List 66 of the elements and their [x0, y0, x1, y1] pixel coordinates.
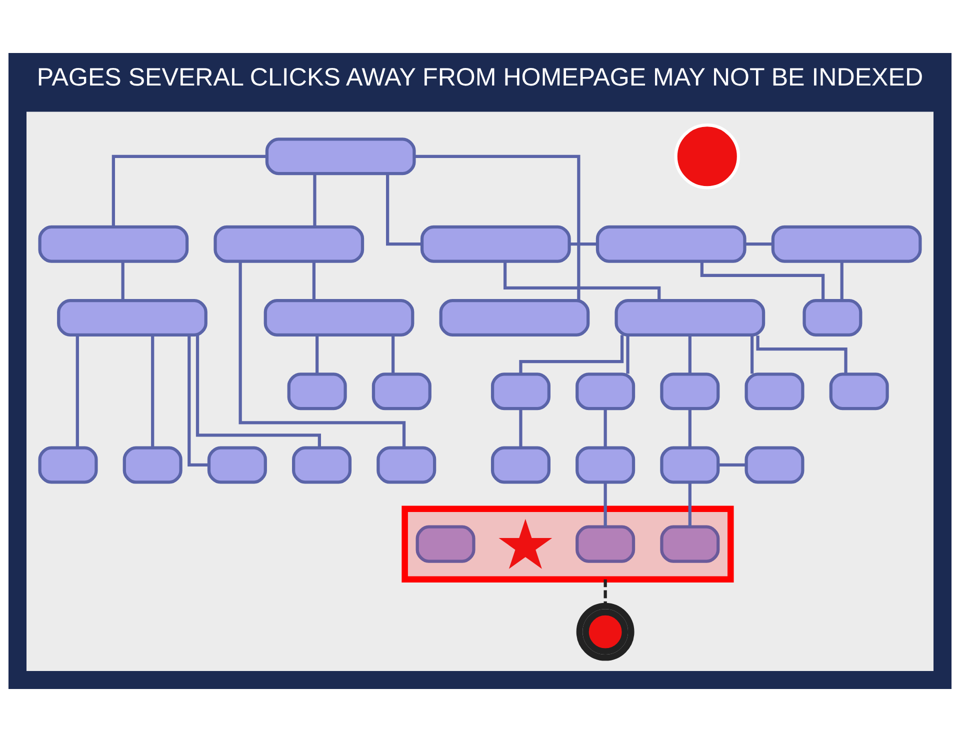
node-box: [207, 446, 267, 484]
connector: [196, 334, 321, 447]
connector: [188, 334, 209, 466]
connector: [504, 260, 661, 300]
connector: [750, 335, 754, 374]
node-box: [416, 524, 476, 562]
connector: [76, 334, 79, 448]
node-cross: [498, 518, 552, 568]
connector: [112, 154, 267, 226]
connector: [414, 154, 580, 300]
node-box: [596, 224, 746, 262]
connector: [745, 242, 773, 246]
node-box: [490, 372, 550, 410]
connector: [238, 261, 406, 447]
connector: [688, 408, 692, 447]
connector: [604, 482, 607, 526]
node-box: [372, 372, 432, 410]
node-box: [744, 446, 804, 484]
connector: [688, 335, 692, 374]
connector: [392, 335, 395, 374]
node-box: [614, 298, 766, 336]
connector: [313, 173, 316, 226]
connector: [121, 261, 124, 300]
connector: [519, 408, 522, 447]
node-box: [38, 224, 189, 262]
connector: [700, 261, 825, 300]
node-box: [57, 298, 208, 336]
connector: [626, 335, 630, 374]
node-box: [376, 446, 436, 484]
node-box: [490, 446, 550, 484]
connector: [570, 242, 598, 246]
node-box: [576, 446, 636, 484]
node-box: [771, 224, 922, 262]
connector: [316, 335, 319, 374]
node-box: [576, 524, 636, 562]
node-picture: [576, 602, 634, 660]
node-box: [744, 372, 804, 410]
node-box: [214, 224, 364, 262]
node-box: [439, 298, 590, 336]
connector: [718, 462, 746, 466]
node-box: [122, 446, 182, 484]
diagram-title: PAGES SEVERAL CLICKS AWAY FROM HOMEPAGE MAY NOT BE INDEXED: [36, 63, 924, 92]
node-box: [265, 137, 416, 175]
node-box: [660, 372, 720, 410]
node-box: [38, 446, 98, 484]
node-box: [287, 372, 347, 410]
node-box: [660, 446, 720, 484]
connector: [386, 173, 422, 246]
cluster: [26, 111, 934, 670]
connector: [604, 408, 607, 447]
node-box: [829, 372, 889, 410]
node-box: [660, 524, 720, 562]
node-box: [420, 224, 571, 262]
connector: [840, 261, 844, 300]
node-box: [576, 372, 636, 410]
connector: [604, 578, 607, 606]
node-circle: [674, 123, 740, 189]
connector: [688, 482, 692, 526]
connector: [756, 335, 848, 374]
connector: [151, 334, 154, 448]
node-box: [264, 298, 414, 336]
node-box: [292, 446, 352, 484]
node-box: [802, 298, 862, 336]
connector: [519, 334, 624, 374]
connector: [312, 261, 316, 300]
cluster: [402, 505, 734, 582]
